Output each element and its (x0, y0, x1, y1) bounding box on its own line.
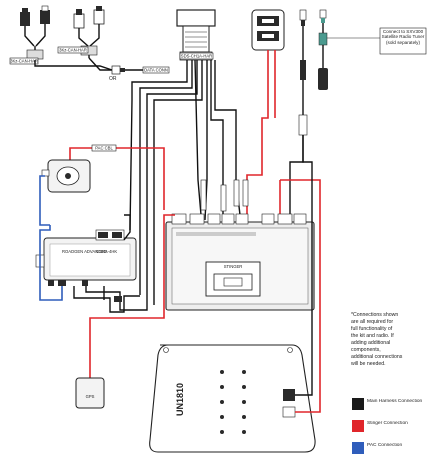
main-harness-label: SDS-CH1A-HAR (179, 52, 214, 60)
harness-label-left: 3Kz-CAN-HAR (9, 57, 39, 65)
note-line-2: are all required for (351, 319, 393, 325)
pac-module (41, 159, 91, 193)
legend-swatch-pac (352, 442, 364, 454)
harness-mid-text: 3Kz-CAN-HAR (59, 48, 87, 53)
legend-swatch-stinger (352, 420, 364, 432)
connections-note: *Connections shown are all required for … (351, 312, 403, 367)
pac-cable-label: PAC CBL (91, 144, 117, 152)
satellite-connectors (298, 9, 380, 136)
data-connector-text: DATA CONN (144, 68, 168, 73)
harness-left-text: 3Kz-CAN-HAR (10, 59, 38, 64)
legend-label-main: Main Harness Connection (367, 399, 423, 404)
radio-model-text: UN1810 (175, 383, 185, 416)
interface-module: ROADGEN ADVANCED CSRA-4HK (35, 229, 137, 286)
data-connector-plug (111, 65, 121, 75)
main-harness-text: SDS-CH1A-HAR (181, 54, 212, 59)
pac-cable-text: PAC CBL (95, 146, 113, 151)
legend-swatch-main (352, 398, 364, 410)
stinger-label-text: STINGER (224, 264, 243, 269)
legend-label-stinger: Stinger Connection (367, 421, 408, 426)
gps-text: GPS (86, 394, 95, 399)
wire-label-4 (242, 179, 249, 207)
wire-label-2 (220, 184, 227, 212)
note-line-8: will be needed. (351, 361, 386, 367)
gps-antenna: GPS (75, 377, 105, 409)
satellite-note-text: Connect to SXV300 Satellite Radio Tuner … (381, 29, 425, 45)
main-harness-connector (176, 9, 216, 61)
note-line-5: adding additional (351, 340, 390, 346)
note-line-1: *Connections shown (351, 312, 398, 318)
legend-label-pac: PAC Connection (367, 443, 403, 448)
legend: Main Harness Connection Stinger Connecti… (352, 398, 423, 454)
main-unit: STINGER (165, 213, 315, 311)
data-connector-label: DATA CONN (142, 66, 170, 74)
device-model-text: CSRA-4HK (96, 249, 117, 254)
wire-label-1 (200, 179, 207, 211)
note-line-7: additional connections (351, 354, 403, 360)
wire-label-3 (233, 179, 240, 207)
satellite-note: Connect to SXV300 Satellite Radio Tuner … (379, 27, 427, 55)
module-plug (114, 296, 122, 302)
note-line-4: the kit and radio. If (351, 333, 394, 339)
radio-unit: UN1810 (149, 344, 316, 453)
harness-label-mid: 3Kz-CAN-HAR (57, 46, 89, 54)
usb-port (251, 9, 285, 51)
device-brand-text: ROADGEN ADVANCED (62, 249, 107, 254)
note-line-3: full functionality of (351, 326, 393, 332)
harness-connector-left (20, 5, 50, 60)
or-text: OR (109, 76, 117, 82)
harness-connector-mid (73, 6, 105, 58)
note-line-6: components, (351, 347, 381, 353)
